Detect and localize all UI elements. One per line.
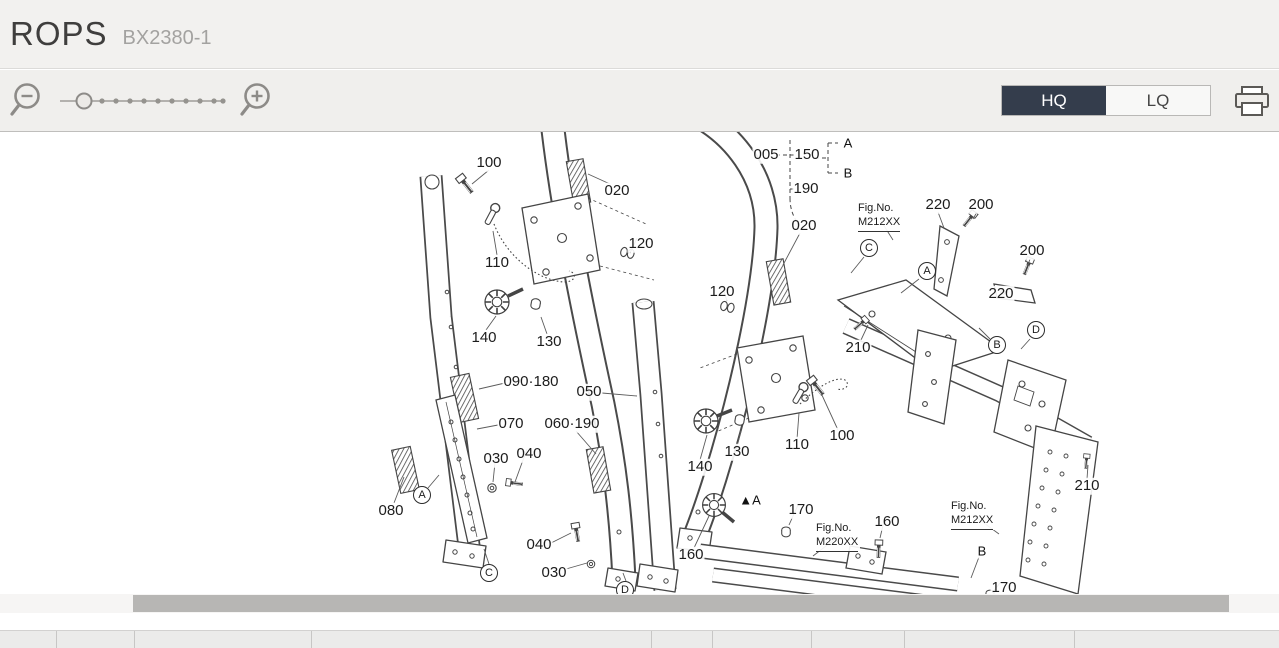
model-code: BX2380-1: [122, 27, 212, 49]
horizontal-scrollbar[interactable]: [0, 594, 1279, 613]
toolbar: HQ LQ: [0, 70, 1279, 132]
part-number-label: 030: [540, 563, 568, 582]
diagram-canvas[interactable]: 100 020 110 120 140 130 005 150 190 020 220 200 200 2…: [0, 132, 1279, 613]
circled-view-label: D: [1027, 321, 1045, 339]
table-header-cell: [812, 631, 905, 648]
zoom-slider-handle[interactable]: [75, 92, 93, 109]
table-header-cell: [905, 631, 1075, 648]
part-number-label: 110: [484, 253, 510, 272]
zoom-out-button[interactable]: [8, 81, 48, 121]
part-number-label: 190: [792, 179, 820, 198]
part-number-label: 070: [497, 414, 525, 433]
part-number-label: 090·180: [502, 372, 560, 391]
header: ROPS BX2380-1: [0, 0, 1279, 69]
view-letter-label: A: [843, 135, 853, 151]
part-number-label: 120: [708, 282, 736, 301]
table-header-cell: [0, 631, 57, 648]
part-number-label: 210: [1073, 476, 1101, 495]
zoom-slider[interactable]: [58, 81, 228, 121]
part-number-label: 220: [987, 284, 1015, 303]
part-number-label: 005: [752, 145, 780, 164]
table-header-cell: [57, 631, 135, 648]
circled-view-label: C: [480, 564, 498, 582]
zoom-slider-ticks: [99, 97, 226, 104]
part-number-label: 200: [967, 195, 995, 214]
view-letter-label: B: [843, 165, 853, 181]
print-button[interactable]: [1233, 84, 1271, 118]
figure-reference: Fig.No.M212XX: [949, 499, 996, 530]
table-header-cell: [1075, 631, 1279, 648]
diagram-labels-layer: 100 020 110 120 140 130 005 150 190 020 220 200 200 2…: [0, 132, 1279, 613]
part-number-label: 140: [470, 328, 498, 347]
part-number-label: 160: [677, 545, 705, 564]
circled-view-label: B: [988, 336, 1006, 354]
part-number-label: 130: [535, 332, 563, 351]
part-number-label: 050: [575, 382, 603, 401]
hq-button[interactable]: HQ: [1002, 86, 1106, 115]
quality-toggle: HQ LQ: [1001, 85, 1211, 116]
figure-reference: Fig.No.M212XX: [856, 201, 903, 232]
part-number-label: 040: [525, 535, 553, 554]
zoom-in-button[interactable]: [238, 81, 278, 121]
scrollbar-thumb[interactable]: [133, 595, 1229, 612]
part-number-label: 110: [784, 435, 810, 454]
table-header-cell: [713, 631, 812, 648]
part-number-label: 210: [844, 338, 872, 357]
part-number-label: 020: [790, 216, 818, 235]
page-title: ROPS: [10, 15, 108, 52]
part-number-label: 030: [482, 449, 510, 468]
part-number-label: 150: [793, 145, 821, 164]
circled-view-label: A: [918, 262, 936, 280]
view-letter-label: B: [977, 543, 987, 559]
part-number-label: 100: [828, 426, 856, 445]
table-header-cell: [652, 631, 713, 648]
part-number-label: 120: [627, 234, 655, 253]
table-header-cell: [135, 631, 312, 648]
part-number-label: 220: [924, 195, 952, 214]
view-letter-label: ▲A: [739, 492, 761, 508]
circled-view-label: A: [413, 486, 431, 504]
figure-reference: Fig.No.M220XX: [814, 521, 861, 552]
part-number-label: 020: [603, 181, 631, 200]
circled-view-label: C: [860, 239, 878, 257]
parts-table-header: [0, 630, 1279, 648]
part-number-label: 170: [787, 500, 815, 519]
part-number-label: 060·190: [543, 414, 601, 433]
part-number-label: 200: [1018, 241, 1046, 260]
table-header-cell: [312, 631, 652, 648]
part-number-label: 100: [475, 153, 503, 172]
part-number-label: 040: [515, 444, 543, 463]
part-number-label: 170: [990, 578, 1018, 597]
part-number-label: 130: [723, 442, 751, 461]
part-number-label: 080: [377, 501, 405, 520]
part-number-label: 140: [686, 457, 714, 476]
lq-button[interactable]: LQ: [1106, 86, 1210, 115]
part-number-label: 160: [873, 512, 901, 531]
